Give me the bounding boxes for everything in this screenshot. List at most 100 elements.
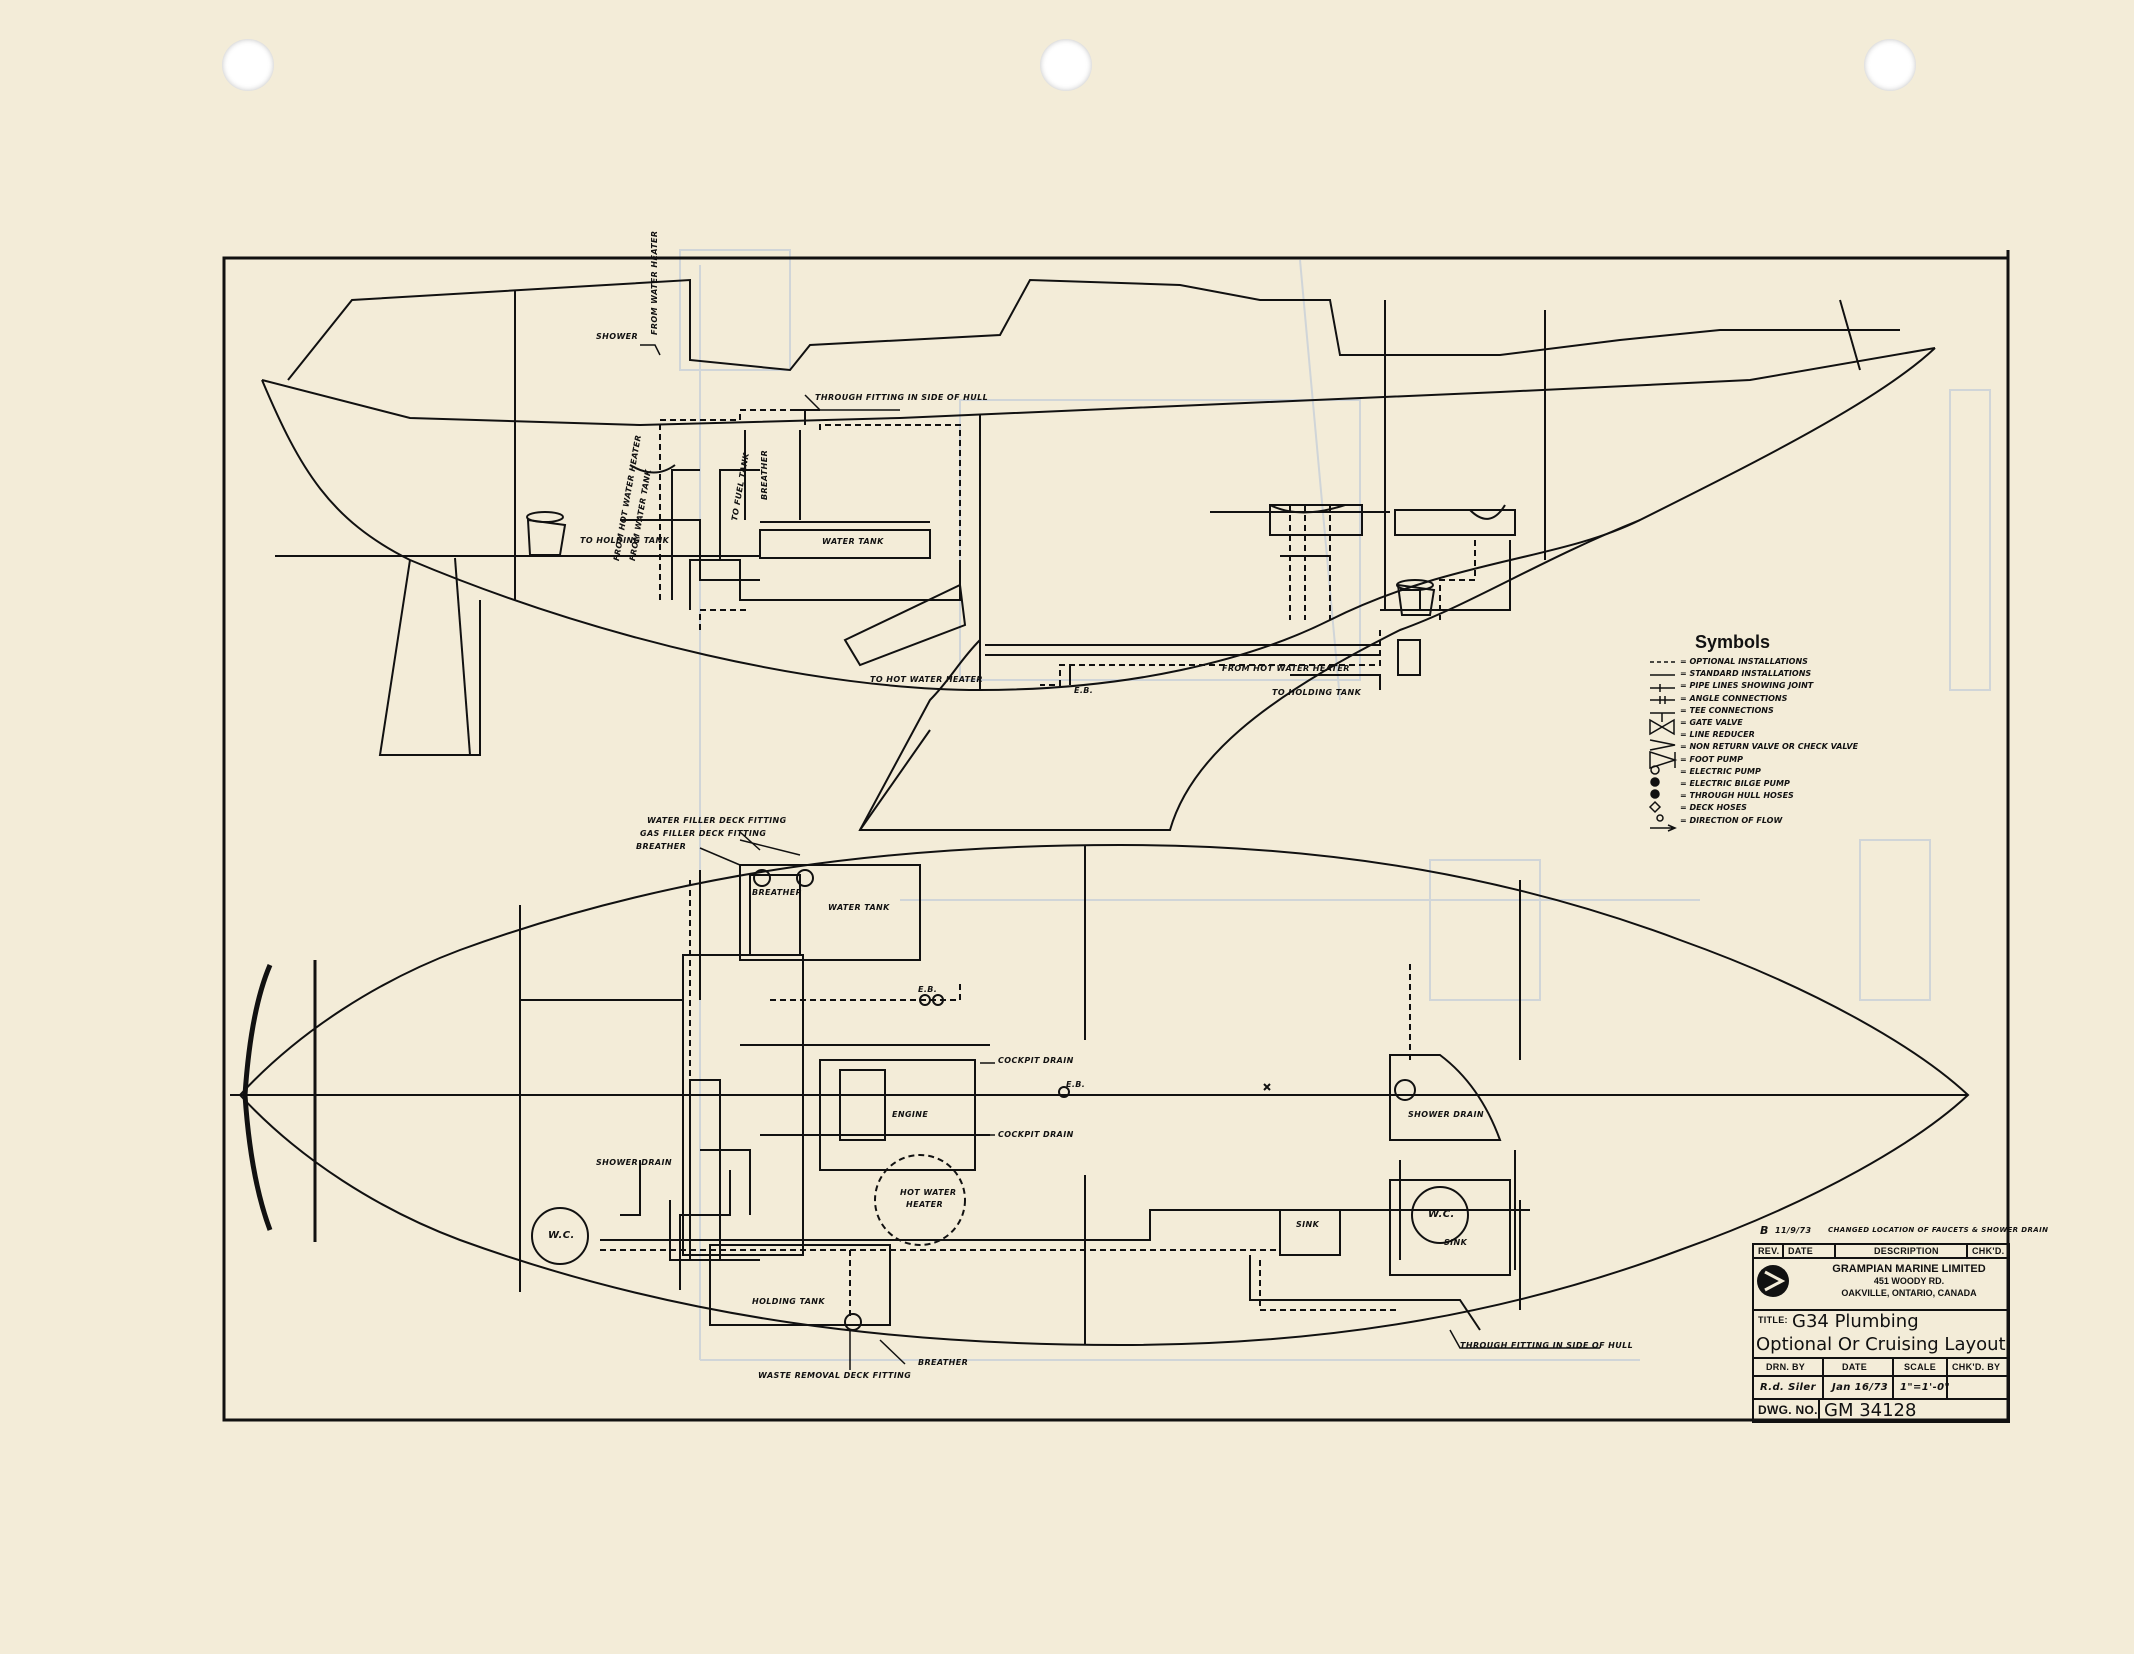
label-sink-2: SINK bbox=[1444, 1238, 1468, 1247]
symbols-list: = OPTIONAL INSTALLATIONS = STANDARD INST… bbox=[1680, 656, 1858, 827]
label-shower-drain-left: SHOWER DRAIN bbox=[596, 1158, 672, 1167]
title-block: REV. DATE DESCRIPTION CHK'D. GRAMPIAN MA… bbox=[1752, 1243, 2010, 1423]
engine-plan bbox=[819, 1059, 976, 1171]
symbol-line-reducer: = LINE REDUCER bbox=[1680, 730, 1755, 740]
symbol-direction-flow: = DIRECTION OF FLOW bbox=[1680, 815, 1783, 825]
rev-header-date: DATE bbox=[1788, 1246, 1814, 1256]
rev-header-description: DESCRIPTION bbox=[1874, 1246, 1939, 1256]
label-thruhull-bottom: THROUGH FITTING IN SIDE OF HULL bbox=[1460, 1341, 1634, 1350]
drawing-title-line-1: G34 Plumbing bbox=[1792, 1311, 1919, 1332]
symbol-standard: = STANDARD INSTALLATIONS bbox=[1680, 669, 1812, 679]
leader-lines bbox=[640, 344, 1600, 1370]
scale-value: 1"=1'-0" bbox=[1900, 1382, 1951, 1393]
engine-profile bbox=[843, 583, 967, 667]
label-to-holding-tank-left: TO HOLDING TANK bbox=[580, 536, 670, 545]
water-tank-plan bbox=[739, 864, 921, 961]
rev-header-chkd: CHK'D. bbox=[1972, 1246, 2005, 1256]
label-breather-bottom: BREATHER bbox=[918, 1358, 969, 1367]
label-eb-profile: E.B. bbox=[1074, 686, 1094, 695]
label-cockpit-drain-1: COCKPIT DRAIN bbox=[998, 1056, 1074, 1065]
label-cockpit-drain-2: COCKPIT DRAIN bbox=[998, 1130, 1074, 1139]
company-name: GRAMPIAN MARINE LIMITED bbox=[1832, 1263, 1986, 1275]
cabin-house-aft bbox=[287, 278, 1900, 381]
water-tank-profile bbox=[759, 529, 931, 559]
plan-view bbox=[230, 843, 1970, 1347]
label-eb-plan: E.B. bbox=[1066, 1080, 1086, 1089]
galley-sink-counter bbox=[1269, 504, 1363, 536]
label-hot-water-2: HEATER bbox=[906, 1200, 944, 1209]
symbol-thru-hull-hoses: = THROUGH HULL HOSES bbox=[1680, 791, 1794, 801]
symbol-electric-pump: = ELECTRIC PUMP bbox=[1680, 766, 1761, 776]
col-header-date: DATE bbox=[1842, 1362, 1868, 1372]
toilet-profile-left bbox=[526, 518, 567, 556]
label-wc-left: W.C. bbox=[548, 1230, 575, 1241]
label-wc-right: W.C. bbox=[1428, 1209, 1455, 1220]
symbols-heading: Symbols bbox=[1695, 632, 1771, 652]
label-hot-water-1: HOT WATER bbox=[900, 1188, 957, 1197]
symbol-tee: = TEE CONNECTIONS bbox=[1680, 705, 1774, 715]
punch-hole-left bbox=[222, 39, 274, 91]
rev-header-rev: REV. bbox=[1758, 1246, 1780, 1256]
symbol-bilge-pump: = ELECTRIC BILGE PUMP bbox=[1680, 779, 1790, 789]
toilet-profile-right bbox=[1396, 583, 1436, 616]
label-from-water-heater-top: FROM WATER HEATER bbox=[650, 230, 659, 335]
revision-letter: B bbox=[1760, 1224, 1769, 1237]
label-shower: SHOWER bbox=[596, 332, 639, 341]
label-holding-tank: HOLDING TANK bbox=[752, 1297, 825, 1306]
label-gas-filler: GAS FILLER DECK FITTING bbox=[640, 829, 767, 838]
symbol-optional: = OPTIONAL INSTALLATIONS bbox=[1680, 657, 1808, 666]
sink-profile-left bbox=[629, 464, 676, 474]
dwg-label: DWG. NO. bbox=[1758, 1403, 1818, 1417]
symbol-gate-valve: = GATE VALVE bbox=[1680, 718, 1743, 728]
transom bbox=[242, 964, 273, 1231]
company-block: GRAMPIAN MARINE LIMITED 451 WOODY RD. OA… bbox=[1816, 1263, 2002, 1299]
label-sink-1: SINK bbox=[1296, 1220, 1320, 1229]
label-breather-tank: BREATHER bbox=[752, 888, 803, 897]
symbol-angle: = ANGLE CONNECTIONS bbox=[1680, 693, 1788, 703]
label-shower-drain: SHOWER DRAIN bbox=[1408, 1110, 1484, 1119]
revision-description: CHANGED LOCATION OF FAUCETS & SHOWER DRA… bbox=[1828, 1226, 2049, 1234]
label-from-hot-water-heater: FROM HOT WATER HEATER bbox=[1222, 664, 1350, 673]
symbol-deck-hoses: = DECK HOSES bbox=[1680, 803, 1747, 813]
company-address-1: 451 WOODY RD. bbox=[1873, 1276, 1945, 1286]
symbol-check-valve: = NON RETURN VALVE OR CHECK VALVE bbox=[1680, 742, 1859, 752]
sheer-line bbox=[261, 347, 1936, 427]
symbol-foot-pump: = FOOT PUMP bbox=[1680, 754, 1743, 764]
col-header-scale: SCALE bbox=[1904, 1362, 1937, 1372]
title-label: TITLE: bbox=[1758, 1315, 1788, 1325]
label-engine: ENGINE bbox=[892, 1110, 929, 1119]
symbols-legend-marks bbox=[1648, 661, 1678, 832]
label-water-filler: WATER FILLER DECK FITTING bbox=[647, 816, 787, 825]
company-address-2: OAKVILLE, ONTARIO, CANADA bbox=[1841, 1288, 1977, 1298]
head-sink-counter bbox=[1394, 509, 1516, 536]
profile-view bbox=[261, 278, 1936, 831]
col-header-checked-by: CHK'D. BY bbox=[1952, 1362, 2001, 1372]
dwg-number: GM 34128 bbox=[1824, 1400, 1917, 1421]
punch-hole-right bbox=[1864, 39, 1916, 91]
label-breather-plan: BREATHER bbox=[636, 842, 687, 851]
label-water-tank-plan: WATER TANK bbox=[828, 903, 890, 912]
wc-left-plan bbox=[531, 1207, 589, 1265]
label-breather-top: BREATHER bbox=[760, 449, 769, 500]
wc-right-plan bbox=[1411, 1186, 1469, 1244]
label-to-hot-water-heater: TO HOT WATER HEATER bbox=[870, 675, 983, 684]
keel bbox=[858, 519, 1641, 831]
label-water-tank-profile: WATER TANK bbox=[822, 537, 884, 546]
label-eb-plan-top: E.B. bbox=[918, 985, 938, 994]
cockpit bbox=[682, 954, 804, 1256]
symbol-pipe-joint: = PIPE LINES SHOWING JOINT bbox=[1680, 681, 1814, 691]
revision-date: 11/9/73 bbox=[1775, 1226, 1812, 1235]
punch-hole-center bbox=[1040, 39, 1092, 91]
label-thruhull-top: THROUGH FITTING IN SIDE OF HULL bbox=[815, 393, 989, 402]
company-logo bbox=[1757, 1265, 1789, 1297]
col-header-drawn-by: DRN. BY bbox=[1766, 1362, 1806, 1372]
rudder bbox=[378, 559, 481, 756]
date-value: Jan 16/73 bbox=[1832, 1382, 1889, 1393]
drawing-title-line-2: Optional Or Cruising Layout bbox=[1756, 1334, 2006, 1355]
holding-tank-plan bbox=[709, 1244, 891, 1326]
label-waste-removal: WASTE REMOVAL DECK FITTING bbox=[758, 1371, 912, 1380]
hot-water-heater bbox=[874, 1154, 966, 1246]
drawing-border bbox=[222, 256, 2010, 1422]
drawn-by-value: R.d. Siler bbox=[1760, 1382, 1816, 1393]
